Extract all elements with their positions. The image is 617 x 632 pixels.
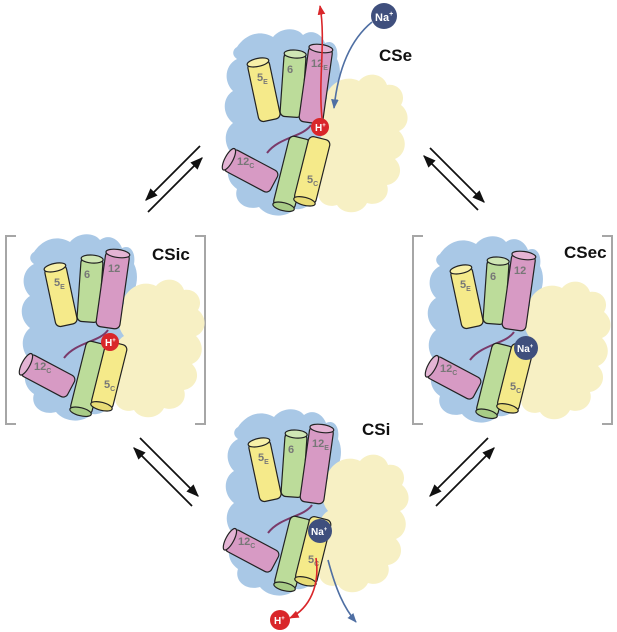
svg-text:12C: 12C bbox=[238, 536, 255, 550]
state-csi: 5E 6 12E 12C 5C Na+ CSi bbox=[219, 408, 410, 597]
state-csec: 5E 6 12 12C 5C Na+ CSec bbox=[421, 235, 612, 424]
helix-labels: 5E 6 12 12C 5C bbox=[34, 263, 120, 393]
equilibrium-arrow-csec-csi bbox=[429, 437, 495, 507]
svg-text:5C: 5C bbox=[510, 381, 521, 395]
helix-labels: 5E 6 12E 12C 5C bbox=[238, 438, 329, 568]
svg-text:12E: 12E bbox=[311, 58, 328, 72]
state-cse: 5E 6 12E 12C 5C H+ CSe bbox=[218, 28, 412, 217]
proton-ion-bottom: H+ bbox=[270, 610, 290, 630]
svg-text:6: 6 bbox=[288, 444, 294, 456]
svg-text:H+: H+ bbox=[315, 123, 326, 134]
svg-text:12E: 12E bbox=[312, 438, 329, 452]
state-csec-bracket bbox=[412, 235, 613, 425]
helix-labels: 5E 6 12 12C 5C bbox=[440, 265, 526, 395]
bound-proton: H+ bbox=[311, 118, 329, 136]
svg-text:5C: 5C bbox=[104, 379, 115, 393]
svg-text:H+: H+ bbox=[105, 338, 116, 349]
svg-text:H+: H+ bbox=[274, 616, 285, 627]
svg-text:5E: 5E bbox=[257, 72, 268, 86]
bound-sodium: Na+ bbox=[514, 336, 538, 360]
state-csic-bracket bbox=[5, 235, 206, 425]
svg-text:5E: 5E bbox=[258, 452, 269, 466]
svg-text:12: 12 bbox=[514, 265, 526, 277]
svg-text:6: 6 bbox=[84, 269, 90, 281]
svg-text:5E: 5E bbox=[54, 277, 65, 291]
state-label: CSic bbox=[152, 245, 190, 264]
bound-proton: H+ bbox=[101, 333, 119, 351]
helix-labels: 5E 6 12E 12C 5C bbox=[237, 58, 328, 188]
svg-text:Na+: Na+ bbox=[517, 344, 534, 355]
svg-text:6: 6 bbox=[287, 64, 293, 76]
state-label: CSi bbox=[362, 420, 390, 439]
svg-text:5C: 5C bbox=[307, 174, 318, 188]
equilibrium-arrow-cse-csic bbox=[145, 145, 203, 213]
svg-text:6: 6 bbox=[490, 271, 496, 283]
equilibrium-arrow-cse-csec bbox=[423, 147, 485, 211]
state-csic: 5E 6 12 12C 5C H+ CSic bbox=[15, 233, 206, 422]
svg-text:12C: 12C bbox=[440, 363, 457, 377]
state-label: CSec bbox=[564, 243, 607, 262]
bound-sodium: Na+ bbox=[308, 519, 332, 543]
sodium-ion-top: Na+ bbox=[371, 3, 397, 29]
svg-text:12: 12 bbox=[108, 263, 120, 275]
svg-text:Na+: Na+ bbox=[311, 527, 328, 538]
svg-text:12C: 12C bbox=[34, 361, 51, 375]
svg-text:12C: 12C bbox=[237, 156, 254, 170]
state-label: CSe bbox=[379, 46, 412, 65]
bottom-transport-arrows: H+ bbox=[270, 557, 357, 630]
equilibrium-arrow-csic-csi bbox=[133, 437, 199, 507]
svg-text:Na+: Na+ bbox=[375, 11, 393, 24]
svg-text:5E: 5E bbox=[460, 279, 471, 293]
top-transport-arrows: Na+ bbox=[317, 3, 397, 119]
